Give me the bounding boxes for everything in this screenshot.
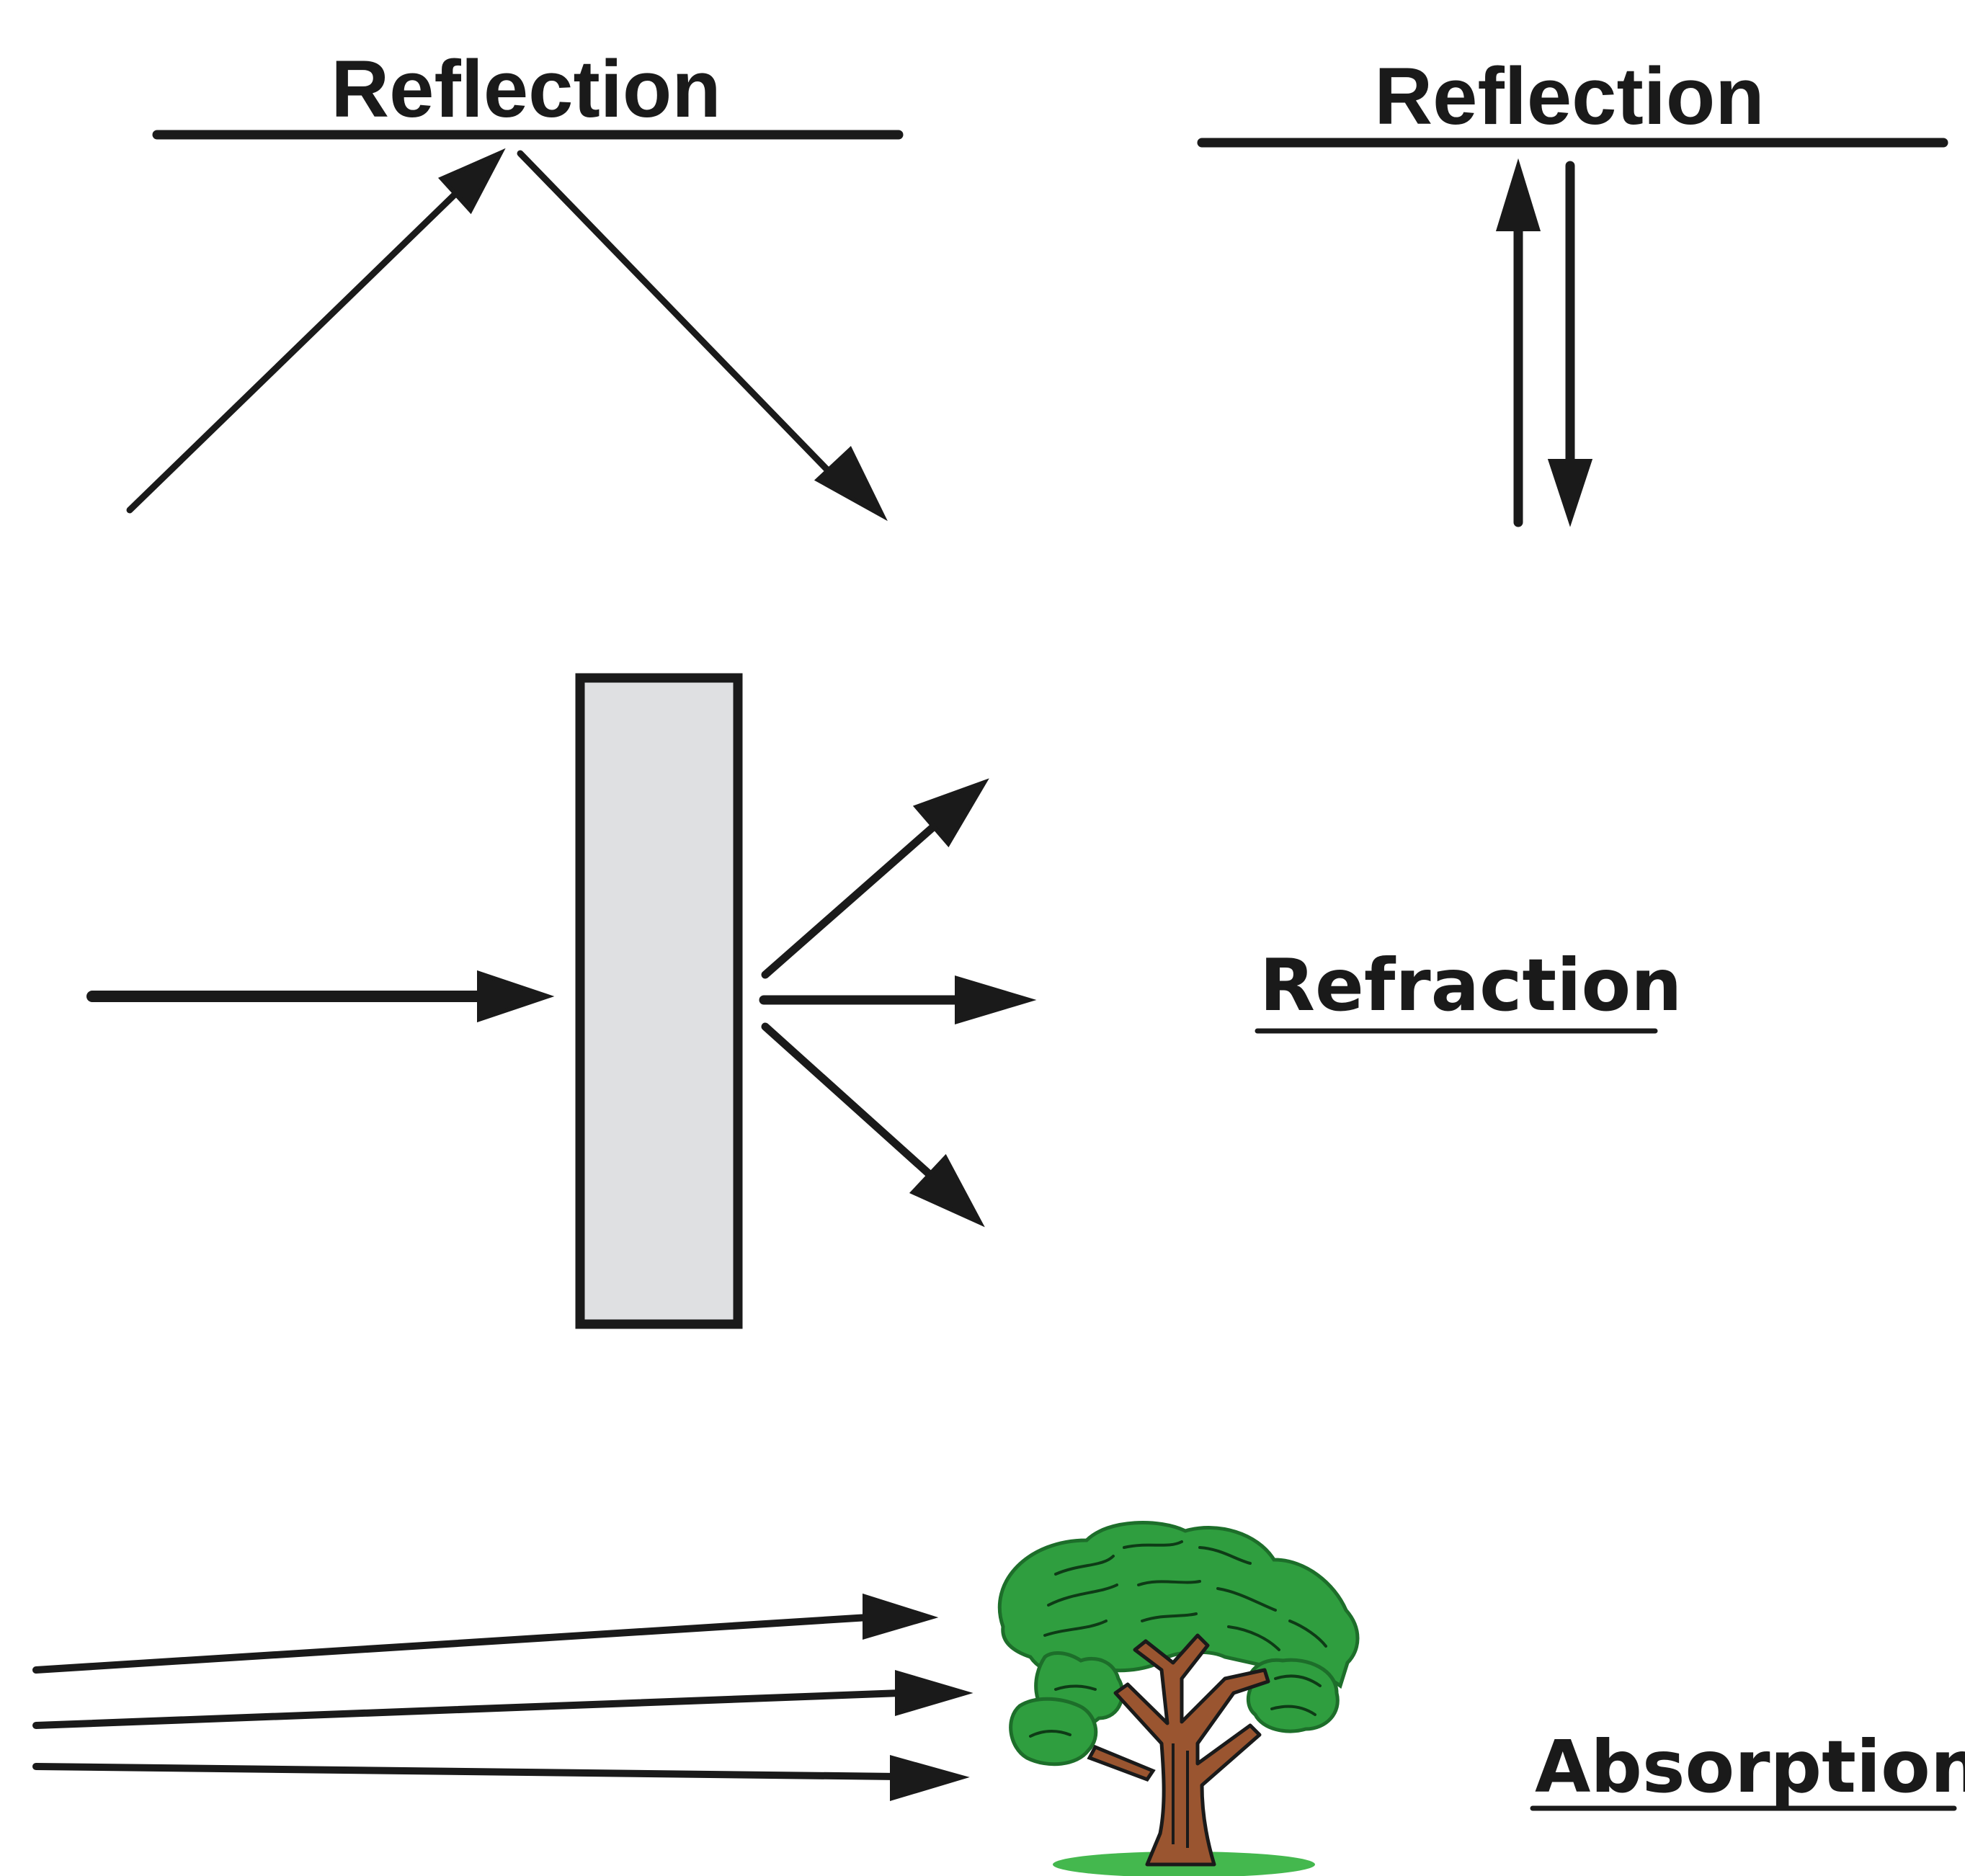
incident-ray-arrowhead: [437, 148, 506, 215]
tree-bark-lines: [1172, 1743, 1189, 1848]
reflected-ray: [517, 150, 831, 473]
refracted-ray-up-arrowhead: [912, 778, 989, 848]
reflection-normal-panel: Reflection: [1197, 51, 1948, 527]
reflection-normal-label: Reflection: [1374, 51, 1764, 141]
refracted-ray-straight-arrowhead: [955, 975, 1037, 1025]
absorption-panel: Absorption: [32, 1521, 1965, 1876]
incident-ray: [126, 192, 458, 514]
downward-ray-arrowhead: [1547, 459, 1593, 527]
reflection-angled-label: Reflection: [331, 44, 721, 134]
refracted-ray-down-arrowhead: [909, 1153, 985, 1228]
upward-ray-arrowhead: [1495, 158, 1541, 231]
refracting-slab: [575, 673, 743, 1329]
tree-icon: [997, 1521, 1360, 1876]
reflected-ray-arrowhead: [814, 446, 888, 522]
absorbed-ray-2: [32, 1689, 904, 1729]
reflection-angled-panel: Reflection: [126, 44, 904, 522]
absorption-label: Absorption: [1535, 1725, 1965, 1809]
refracted-ray-down: [761, 1022, 934, 1179]
tree-branch-low: [1087, 1744, 1156, 1782]
absorbed-ray-1: [32, 1614, 872, 1674]
tree-trunk: [1113, 1633, 1270, 1867]
absorbed-ray-2-arrowhead: [895, 1669, 973, 1717]
refraction-panel: Refraction: [86, 673, 1682, 1329]
absorbed-ray-3-arrowhead: [890, 1755, 970, 1802]
refraction-label: Refraction: [1260, 943, 1682, 1027]
absorbed-ray-1-arrowhead: [863, 1593, 939, 1640]
refracted-ray-up: [761, 823, 937, 979]
tree-foliage-detail: [1029, 1540, 1327, 1738]
incoming-ray-arrowhead: [477, 970, 555, 1023]
absorbed-ray-3: [32, 1763, 901, 1780]
